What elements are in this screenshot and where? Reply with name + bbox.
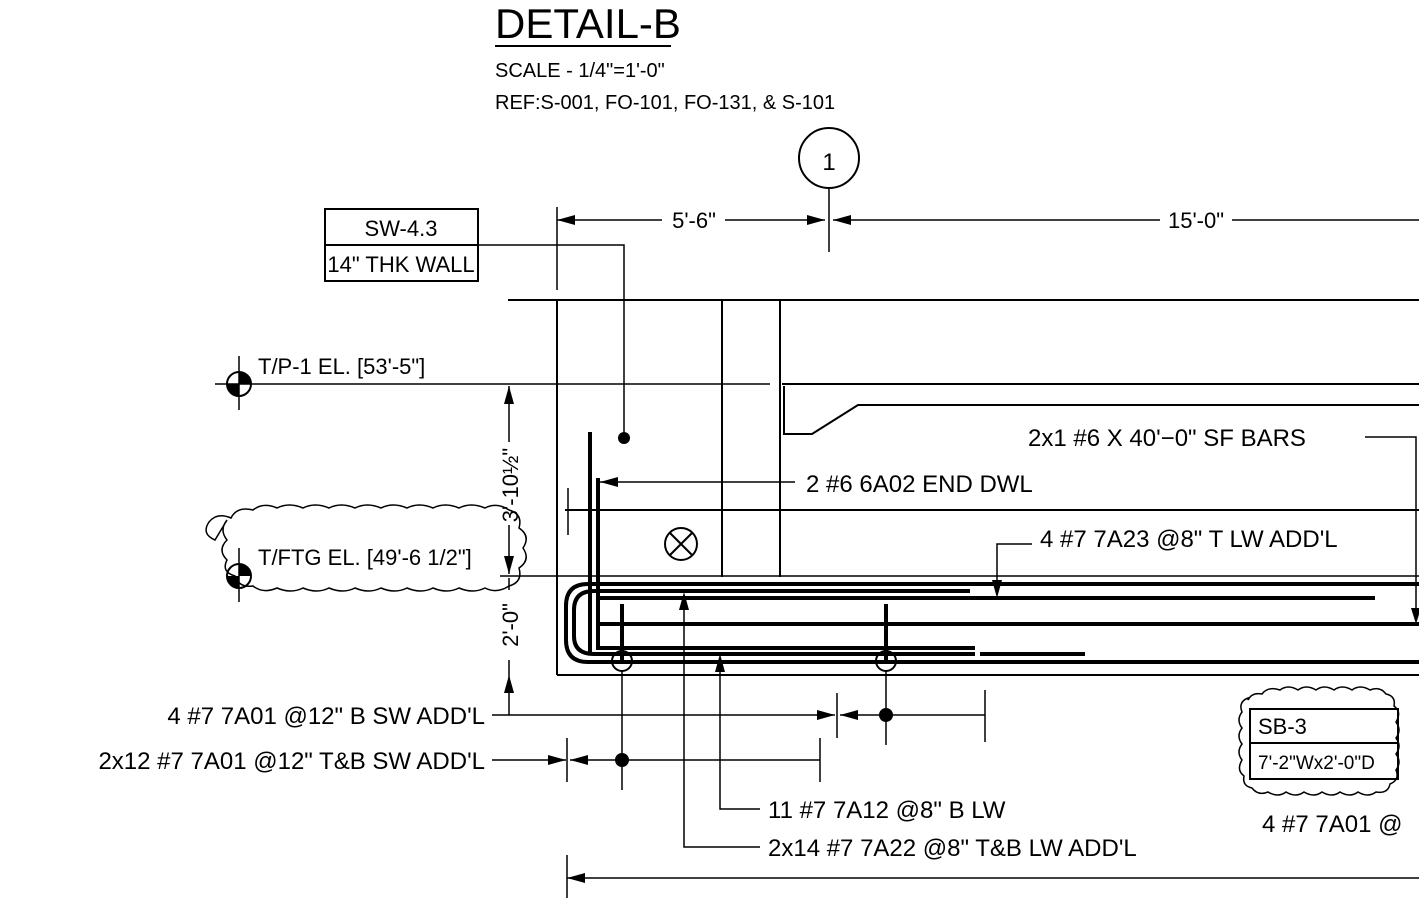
beam-tag-id: SB-3 [1258, 714, 1307, 739]
reinforcement-bars [564, 432, 1419, 672]
elevation-top-of-pile: T/P-1 EL. [53'-5"] [258, 354, 425, 379]
elevation-marker-footing [226, 548, 252, 602]
leader-top-lw-add [996, 543, 1032, 594]
dim-span-left: 5'-6" [672, 208, 716, 233]
wall-tag-id: SW-4.3 [365, 216, 438, 241]
dim-wall-height: 3'-10½" [498, 448, 523, 522]
grid-bubble-label: 1 [822, 149, 835, 176]
callout-sf-bars: 2x1 #6 X 40'−0" SF BARS [1028, 425, 1306, 452]
wall-tag-leader-dot [618, 432, 630, 444]
vertical-dimension-string [504, 386, 514, 715]
dim-footing-depth: 2'-0" [498, 603, 523, 647]
beam-tag-cloud [1238, 686, 1400, 796]
top-dimension-string [556, 207, 1419, 290]
reference-note: REF:S-001, FO-101, FO-131, & S-101 [495, 92, 835, 114]
callout-top-lw-add: 4 #7 7A23 @8" T LW ADD'L [1040, 526, 1338, 553]
callout-bottom-sw-add: 4 #7 7A01 @12" B SW ADD'L [167, 703, 485, 730]
callout-bottom-lw: 11 #7 7A12 @8" B LW [768, 797, 1006, 824]
detail-title: DETAIL-B [495, 0, 681, 47]
callout-tb-lw-add: 2x14 #7 7A22 @8" T&B LW ADD'L [768, 835, 1137, 862]
leader-bottom-sw-add [492, 671, 986, 745]
callout-right-partial: 4 #7 7A01 @ [1262, 811, 1402, 838]
leader-sf-bars [1365, 436, 1417, 620]
callout-tb-sw-add: 2x12 #7 7A01 @12" T&B SW ADD'L [98, 748, 485, 775]
leader-bottom-lw [719, 658, 760, 810]
revision-cloud [205, 504, 527, 592]
anchor-symbol [664, 527, 698, 561]
bottom-dimension-line [566, 855, 1419, 898]
beam-tag-desc: 7'-2"Wx2'-0"D [1258, 753, 1375, 774]
structure-outline [215, 299, 1419, 676]
callout-end-dowel: 2 #6 6A02 END DWL [806, 471, 1033, 498]
elevation-top-of-footing: T/FTG EL. [49'-6 1/2"] [258, 545, 472, 570]
scale-note: SCALE - 1/4"=1'-0" [495, 60, 665, 82]
wall-tag-desc: 14" THK WALL [327, 252, 474, 277]
leader-tb-lw-add [683, 596, 760, 848]
leader-tb-sw-add [492, 671, 821, 790]
dim-span-right: 15'-0" [1168, 208, 1224, 233]
elevation-marker-pile [226, 356, 252, 410]
wall-tag-leader [478, 244, 625, 438]
